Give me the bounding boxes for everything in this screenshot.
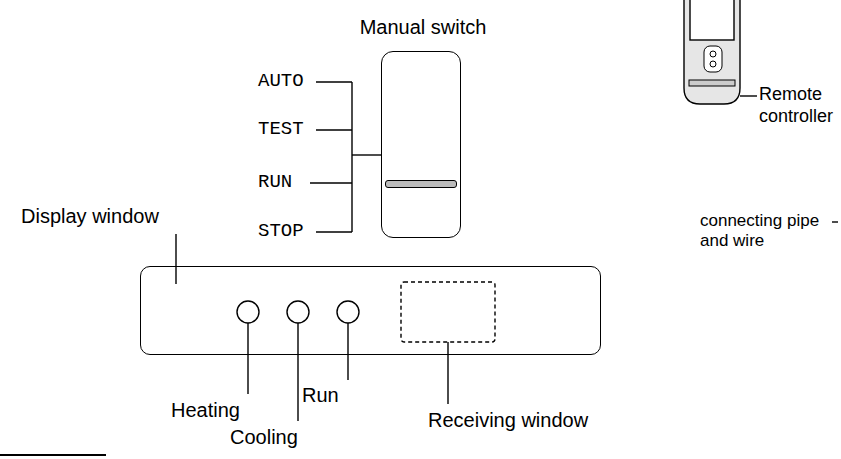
mode-label: AUTO: [258, 70, 304, 93]
node-heading: Manual switch: [360, 15, 487, 39]
leader-line: [352, 154, 381, 155]
receiving-window: [401, 282, 495, 342]
leader-line: [316, 81, 352, 82]
lamp-label: Cooling: [230, 425, 298, 449]
lamp-label: Run: [302, 383, 339, 407]
indicator-lamp: [287, 301, 309, 323]
remote-button: [710, 51, 716, 57]
remote-band: [689, 80, 735, 86]
rule-line: [0, 454, 106, 456]
node-heading: Display window: [21, 204, 159, 228]
mode-label: TEST: [258, 118, 304, 141]
part-label: connecting pipe and wire: [700, 211, 838, 252]
indicator-lamp: [237, 301, 259, 323]
remote-button: [710, 61, 716, 67]
leader-line: [297, 323, 298, 421]
leader-line: [316, 129, 352, 130]
part-label: Remote controller: [759, 84, 838, 127]
remote-controller: [684, 0, 740, 104]
mode-label: RUN: [258, 171, 292, 194]
lamp-label: Heating: [171, 398, 240, 422]
bracket-line: [351, 82, 352, 232]
leader-line: [175, 234, 176, 284]
part-label: Receiving window: [428, 408, 588, 432]
leader-line: [310, 182, 352, 183]
manual-switch: Manual switch: [381, 51, 461, 238]
remote-screen: [690, 0, 734, 40]
indicator-lamp: [337, 301, 359, 323]
leader-line: [316, 231, 352, 232]
display-window: Display window: [140, 266, 601, 355]
leader-line: [447, 342, 448, 404]
leader-line: [832, 221, 838, 222]
switch-slider: [385, 180, 457, 188]
remote-button: [704, 46, 722, 72]
mode-label: STOP: [258, 220, 304, 243]
leader-line: [740, 95, 757, 96]
leader-line: [247, 323, 248, 394]
leader-line: [347, 323, 348, 380]
